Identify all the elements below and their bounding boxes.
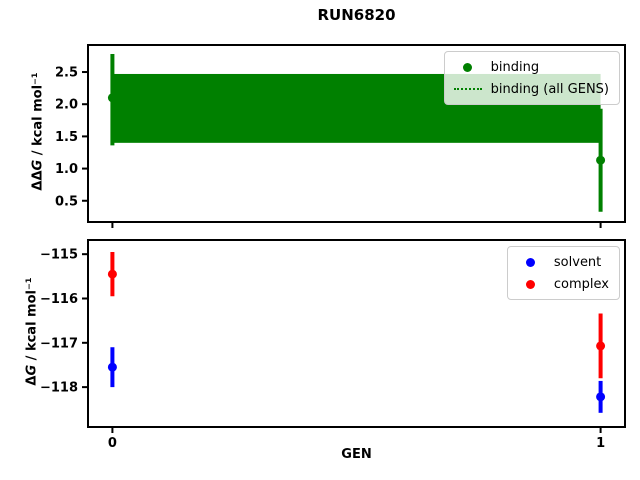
y-tick-label: 1.5: [55, 130, 78, 145]
complex-marker-icon: [516, 279, 546, 289]
y-tick-label: 0.5: [55, 194, 78, 209]
units-text: / kcal mol⁻¹: [24, 277, 40, 365]
legend-label: complex: [553, 276, 609, 292]
y-tick-label: −117: [40, 336, 78, 351]
binding-point: [107, 93, 117, 103]
y-tick-label: −118: [40, 381, 78, 396]
complex-point: [596, 341, 606, 351]
units-text: / kcal mol⁻¹: [30, 72, 46, 160]
solvent-marker-icon: [516, 257, 546, 267]
x-tick-label: 1: [596, 436, 605, 451]
binding-marker-icon: [453, 62, 483, 72]
legend-label: binding (all GENS): [490, 81, 609, 97]
delta-symbol: Δ: [24, 375, 40, 386]
delta-symbol: ΔΔ: [30, 170, 46, 191]
g-variable: G: [30, 159, 46, 171]
y-tick-label: 2.0: [55, 98, 78, 113]
legend-label: binding: [490, 59, 540, 75]
chart-title: RUN6820: [317, 6, 396, 24]
y-tick-label: −116: [40, 292, 78, 307]
binding-point: [596, 155, 606, 165]
complex-point: [107, 269, 117, 279]
legend-bottom: solvent complex: [506, 246, 620, 300]
legend-item-binding-all-gens: binding (all GENS): [453, 78, 609, 100]
x-axis-label: GEN: [341, 447, 372, 462]
axes-spines: [87, 239, 626, 428]
legend-item-solvent: solvent: [516, 251, 609, 273]
solvent-point: [107, 362, 117, 372]
bottom-y-axis-label: ΔG / kcal mol⁻¹: [25, 222, 40, 442]
y-tick-label: −115: [40, 248, 78, 263]
top-y-axis-label: ΔΔG / kcal mol⁻¹: [31, 22, 46, 242]
legend-top: binding binding (all GENS): [443, 51, 620, 105]
g-variable: G: [24, 364, 40, 376]
x-tick-label: 0: [108, 436, 117, 451]
legend-label: solvent: [553, 254, 602, 270]
legend-item-complex: complex: [516, 273, 609, 295]
axes-spines: [87, 44, 626, 223]
legend-item-binding: binding: [453, 56, 609, 78]
y-tick-label: 1.0: [55, 162, 78, 177]
dotted-line-icon: [453, 88, 483, 90]
solvent-point: [596, 392, 606, 402]
y-tick-label: 2.5: [55, 66, 78, 81]
